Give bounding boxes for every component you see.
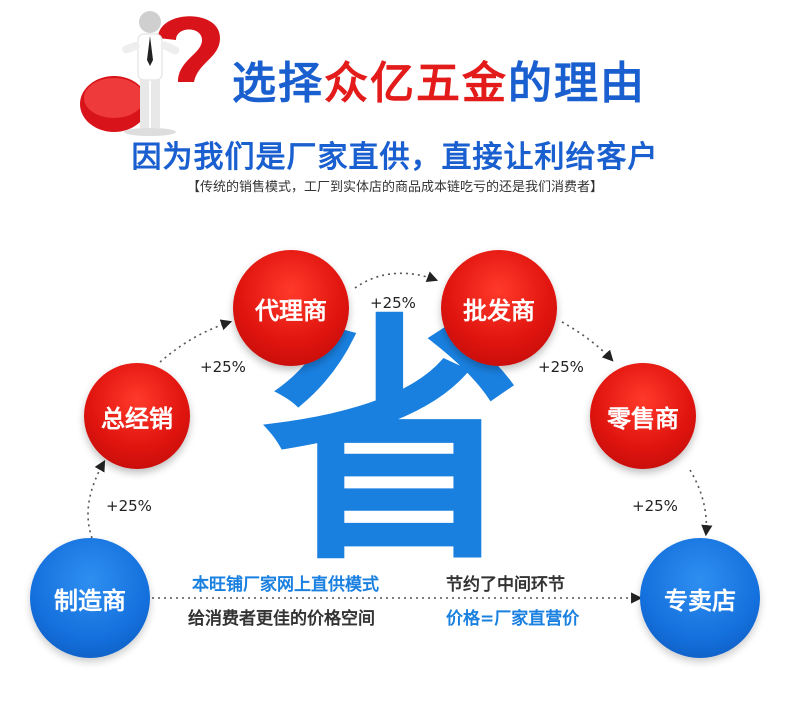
- markup-label-4: +25%: [538, 358, 584, 376]
- arrow-retailer-to-store: [689, 469, 713, 537]
- markup-label-3: +25%: [370, 294, 416, 312]
- node-agent-label: 代理商: [255, 296, 327, 325]
- node-store: 专卖店: [640, 538, 760, 658]
- node-retailer-label: 零售商: [607, 404, 679, 433]
- page-title: 选择众亿五金的理由: [232, 56, 752, 112]
- node-store-label: 专卖店: [664, 586, 736, 615]
- title-brand: 众亿五金: [324, 58, 508, 109]
- node-retailer: 零售商: [590, 363, 696, 469]
- node-wholesaler: 批发商: [441, 250, 557, 366]
- businessman-question-mark-illustration: [80, 11, 220, 136]
- node-agent: 代理商: [233, 250, 349, 366]
- markup-label-1: +25%: [106, 497, 152, 515]
- page-note: 【传统的销售模式，工厂到实体店的商品成本链吃亏的还是我们消费者】: [186, 180, 603, 195]
- direct-supply-text: 本旺铺厂家网上直供模式: [192, 575, 379, 595]
- arrow-agent-to-wholesaler: [354, 271, 439, 289]
- arrow-manufacturer-to-distributor: [87, 460, 106, 539]
- arrow-wholesaler-to-retailer: [561, 321, 614, 362]
- save-middleman-text: 节约了中间环节: [446, 575, 565, 595]
- page-subtitle: 因为我们是厂家直供，直接让利给客户: [131, 140, 659, 175]
- title-part-3: 的理由: [508, 58, 646, 109]
- node-wholesaler-label: 批发商: [463, 296, 535, 325]
- node-manufacturer: 制造商: [30, 538, 150, 658]
- factory-price-text: 价格=厂家直营价: [446, 609, 580, 629]
- node-distributor-label: 总经销: [101, 404, 173, 433]
- arrow-distributor-to-agent: [159, 319, 233, 363]
- better-price-text: 给消费者更佳的价格空间: [188, 609, 375, 629]
- node-distributor: 总经销: [84, 363, 190, 469]
- node-manufacturer-label: 制造商: [54, 586, 126, 615]
- title-part-1: 选择: [232, 58, 324, 109]
- markup-label-5: +25%: [632, 497, 678, 515]
- markup-label-2: +25%: [200, 358, 246, 376]
